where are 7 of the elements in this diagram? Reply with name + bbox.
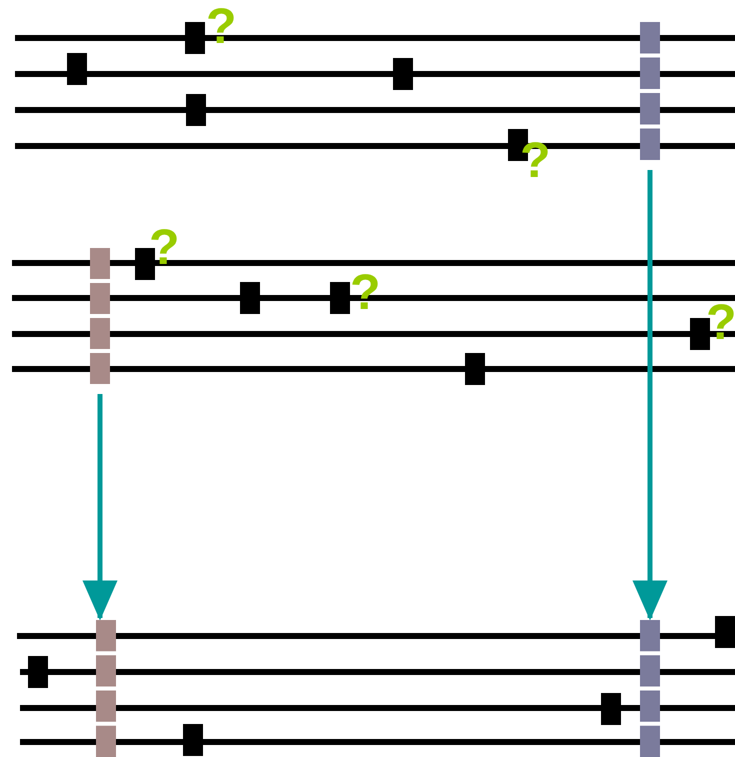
arrow xyxy=(632,170,668,620)
segmented-bar xyxy=(640,22,660,160)
segmented-bar xyxy=(90,248,110,384)
segmented-bar xyxy=(640,620,660,757)
question-mark: ? xyxy=(520,138,551,182)
segmented-bar xyxy=(96,620,116,757)
arrow xyxy=(82,394,118,620)
